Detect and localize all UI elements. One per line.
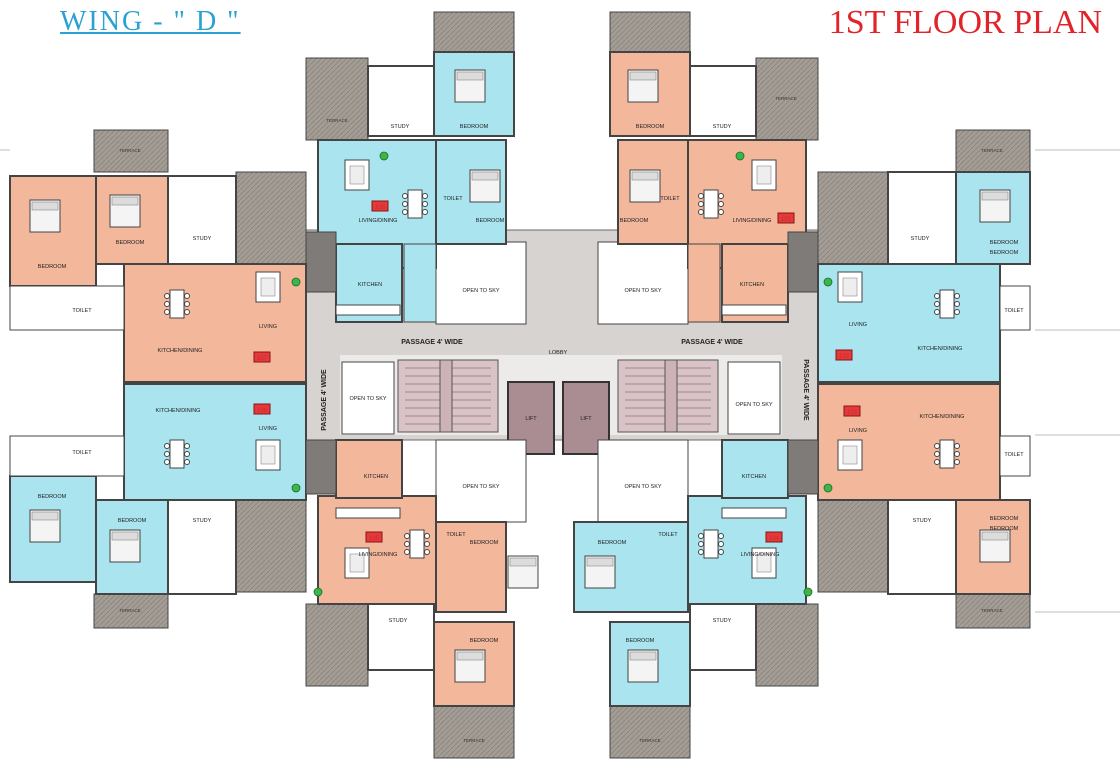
room-label: STUDY (193, 236, 212, 242)
passage-label-top-left: PASSAGE 4' WIDE (401, 339, 463, 346)
room-label: BEDROOM (460, 124, 489, 130)
room-label: TERRACE (463, 738, 485, 743)
plant-markers (291, 151, 833, 597)
room-label: BEDROOM (990, 240, 1019, 246)
room-label: STUDY (911, 236, 930, 242)
wing-title: WING - " D " (60, 6, 241, 37)
passage-label-left: PASSAGE 4' WIDE (321, 369, 328, 431)
room-label: TOILET (658, 532, 678, 538)
room-label: TOILET (72, 308, 92, 314)
room-label: BEDROOM (38, 264, 67, 270)
room-label: TOILET (72, 450, 92, 456)
room-label: TERRACE (981, 148, 1003, 153)
room-label: LIVING/DINING (733, 218, 772, 224)
room-label: LIVING/DINING (359, 552, 398, 558)
unit-102: 102 LIVING KITCHEN/DINING BEDROOM STUDY … (817, 129, 1031, 383)
open-to-sky-label: OPEN TO SKY (735, 402, 772, 408)
unit-104: 104 LIVING/DINING KITCHEN BEDROOM STUDY … (573, 439, 819, 759)
lift-2-label: LIFT (580, 416, 592, 422)
unit-106: 106 LIVING KITCHEN/DINING BEDROOM STUDY … (9, 383, 307, 629)
unit-number-box (371, 200, 389, 212)
room-label: TOILET (443, 196, 463, 202)
unit-number: 108 (375, 205, 386, 211)
unit-105: 105 LIVING/DINING KITCHEN BEDROOM STUDY … (305, 439, 539, 759)
room-label: LIVING (259, 426, 277, 432)
room-label: STUDY (913, 518, 932, 524)
room-label: TERRACE (119, 148, 141, 153)
room-label: TERRACE (775, 96, 797, 101)
room-label: TOILET (1004, 308, 1024, 314)
room-label: STUDY (389, 618, 408, 624)
unit-number: 103 (847, 410, 858, 416)
room-label: KITCHEN/DINING (920, 414, 965, 420)
lift-1-label: LIFT (525, 416, 537, 422)
room-label: BEDROOM (116, 240, 145, 246)
room-label: BEDROOM (990, 526, 1019, 532)
room-label: KITCHEN (364, 474, 388, 480)
room-label: LIVING (259, 324, 277, 330)
room-label: TERRACE (639, 738, 661, 743)
room-label: TERRACE (326, 118, 348, 123)
room-label: TOILET (660, 196, 680, 202)
room-label: BEDROOM (476, 218, 505, 224)
room-label: KITCHEN (742, 474, 766, 480)
room-label: STUDY (713, 124, 732, 130)
room-label: LIVING (849, 428, 867, 434)
open-to-sky-label: OPEN TO SKY (624, 288, 661, 294)
unit-number: 104 (769, 536, 780, 542)
unit-number: 102 (839, 354, 850, 360)
room-label: BEDROOM (636, 124, 665, 130)
open-to-sky-label: OPEN TO SKY (462, 484, 499, 490)
room-label: STUDY (391, 124, 410, 130)
room-label: LIVING (849, 322, 867, 328)
room-label: LIVING/DINING (741, 552, 780, 558)
room-label: KITCHEN (358, 282, 382, 288)
unit-number: 101 (781, 217, 792, 223)
unit-number: 105 (369, 536, 380, 542)
room-label: TOILET (446, 532, 466, 538)
floor-plan-title: 1ST FLOOR PLAN (828, 4, 1102, 41)
room-label: TERRACE (119, 608, 141, 613)
unit-103: 103 LIVING KITCHEN/DINING BEDROOM STUDY … (817, 383, 1031, 629)
unit-108: 108 LIVING/DINING KITCHEN BEDROOM STUDY … (305, 11, 515, 323)
room-label: LIVING/DINING (359, 218, 398, 224)
unit-number: 106 (257, 408, 268, 414)
room-label: KITCHEN/DINING (158, 348, 203, 354)
unit-107: 107 LIVING KITCHEN/DINING BEDROOM STUDY … (9, 129, 307, 383)
open-to-sky-label: OPEN TO SKY (462, 288, 499, 294)
unit-number: 107 (257, 356, 268, 362)
room-label: BEDROOM (38, 494, 67, 500)
room-label: KITCHEN/DINING (918, 346, 963, 352)
open-to-sky-label: OPEN TO SKY (349, 396, 386, 402)
room-label: KITCHEN (740, 282, 764, 288)
room-label: STUDY (713, 618, 732, 624)
unit-101: 101 LIVING/DINING KITCHEN BEDROOM STUDY … (609, 11, 819, 323)
room-label: BEDROOM (118, 518, 147, 524)
room-label: BEDROOM (990, 516, 1019, 522)
passage-label-top-right: PASSAGE 4' WIDE (681, 339, 743, 346)
room-label: BEDROOM (990, 250, 1019, 256)
room-label: TERRACE (981, 608, 1003, 613)
room-label: BEDROOM (620, 218, 649, 224)
room-label: KITCHEN/DINING (156, 408, 201, 414)
room-label: BEDROOM (598, 540, 627, 546)
passage-label-right: PASSAGE 4' WIDE (802, 359, 809, 421)
lobby-label: LOBBY (549, 350, 568, 356)
room-label: BEDROOM (470, 540, 499, 546)
room-label: STUDY (193, 518, 212, 524)
room-label: TOILET (1004, 452, 1024, 458)
room-label: BEDROOM (470, 638, 499, 644)
open-to-sky-label: OPEN TO SKY (624, 484, 661, 490)
room-label: BEDROOM (626, 638, 655, 644)
